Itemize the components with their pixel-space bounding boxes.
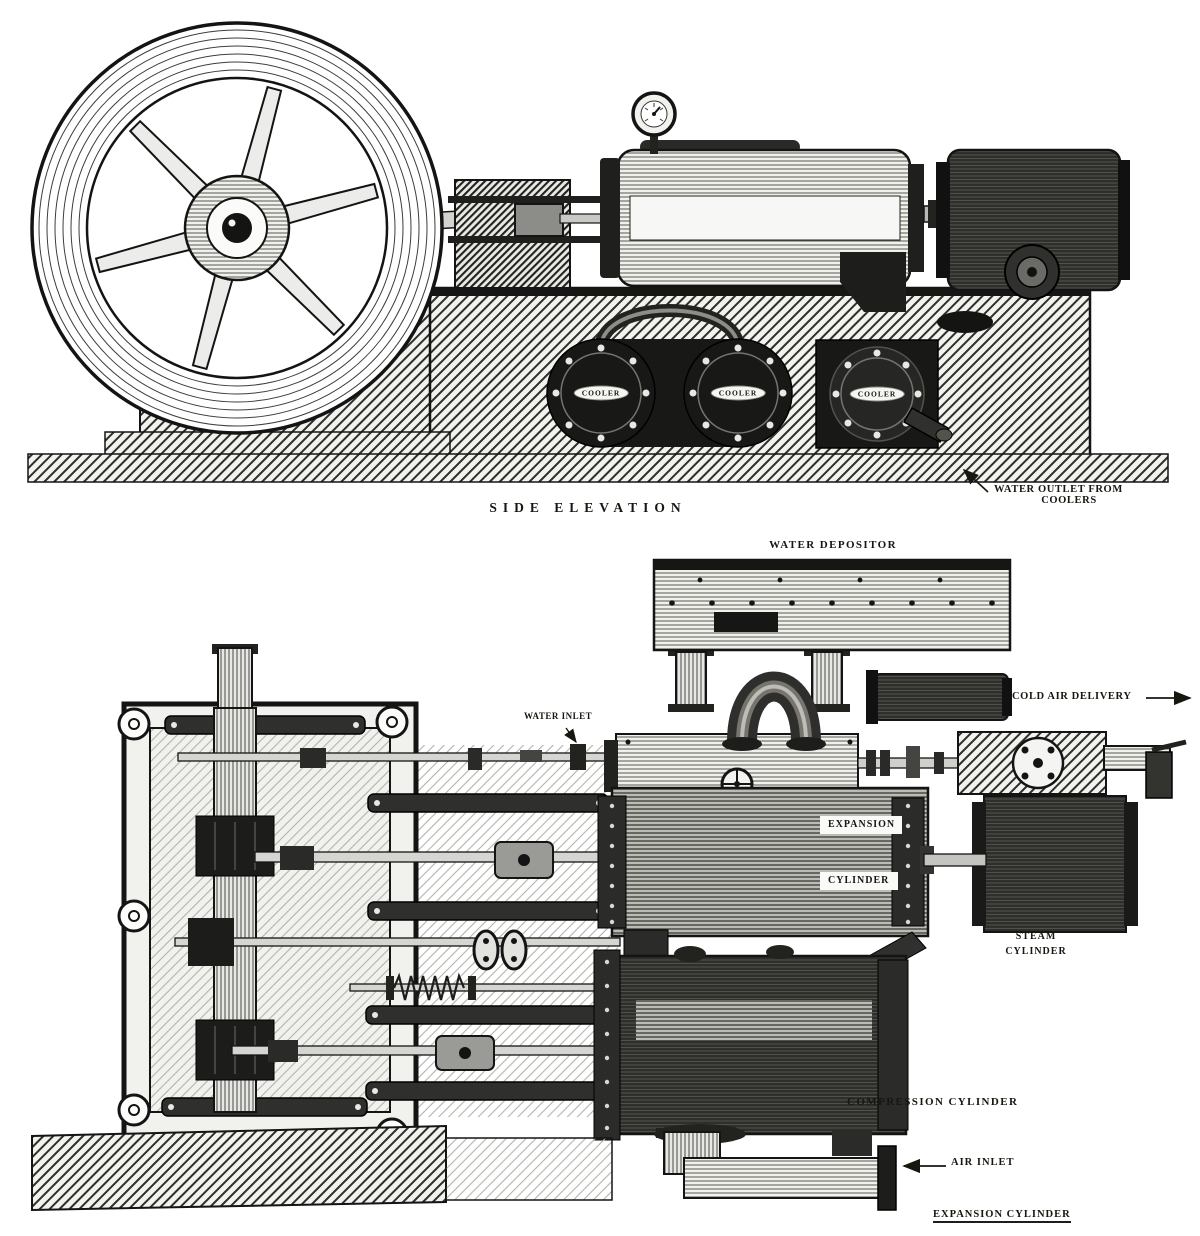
compression-cylinder-label: COMPRESSION CYLINDER [847,1096,1019,1108]
drive-rods [174,744,621,1071]
cooler-label-1: COOLER [573,385,629,401]
water-outlet-label: WATER OUTLET FROM COOLERS [994,484,1144,506]
steam-cylinder-label: STEAM CYLINDER [966,929,1106,959]
water-depositor-label: WATER DEPOSITOR [769,539,897,551]
label-patch-cylinder [820,872,898,890]
flywheel [30,21,444,435]
expansion-cylinder [597,786,987,938]
foundation-step [445,1137,613,1201]
cooler-label-2: COOLER [710,385,766,401]
plan-view [31,558,1192,1212]
steam-cylinder [972,795,1138,933]
depositor-supports [668,648,850,712]
water-outlet-arrow [962,468,989,493]
steam-label-line1: STEAM [1015,931,1057,942]
flywheel-spokes [94,85,380,371]
u-pipe [722,671,826,751]
cylinder-bracket [840,252,906,312]
compression-cylinder [593,945,909,1156]
foundation-block [31,1124,447,1212]
ground-line [27,453,1169,483]
expansion-label-line2: CYLINDER [828,875,890,886]
main-cylinder [600,140,924,288]
pressure-gauge [631,91,677,154]
expansion-label-line1: EXPANSION [828,819,896,830]
water-depositor [652,558,1012,652]
right-cylinder [936,148,1130,300]
crosshead-guide [448,179,623,289]
steam-label-line2: CYLINDER [1005,946,1067,957]
cold-air-pump [957,731,1187,799]
expansion-cylinder-bottom-label: EXPANSION CYLINDER [933,1209,1071,1223]
flywheel-base [104,431,451,457]
cold-air-delivery-label: COLD AIR DELIVERY [1012,691,1132,702]
cooler-label-3: COOLER [849,386,905,402]
shaft-coupling [928,200,938,228]
crank-column [195,644,275,1113]
water-outlet-line1: WATER OUTLET FROM [994,484,1123,495]
water-outlet-line2: COOLERS [1041,495,1097,506]
side-elevation-caption: SIDE ELEVATION [489,500,687,515]
cold-air-delivery-pipe [866,670,1012,724]
pump-couplings [857,746,963,778]
air-inlet-pipe [656,1128,897,1211]
cooler-plate-1-2 [546,338,793,448]
side-elevation-view [27,21,1169,493]
label-patch-expansion [820,816,902,834]
water-inlet-pointer [564,727,577,744]
coil-spring [392,972,466,1001]
cooler-loop-pipe [594,304,745,349]
air-inlet-label: AIR INLET [951,1157,1015,1168]
water-inlet-label: WATER INLET [524,711,593,721]
